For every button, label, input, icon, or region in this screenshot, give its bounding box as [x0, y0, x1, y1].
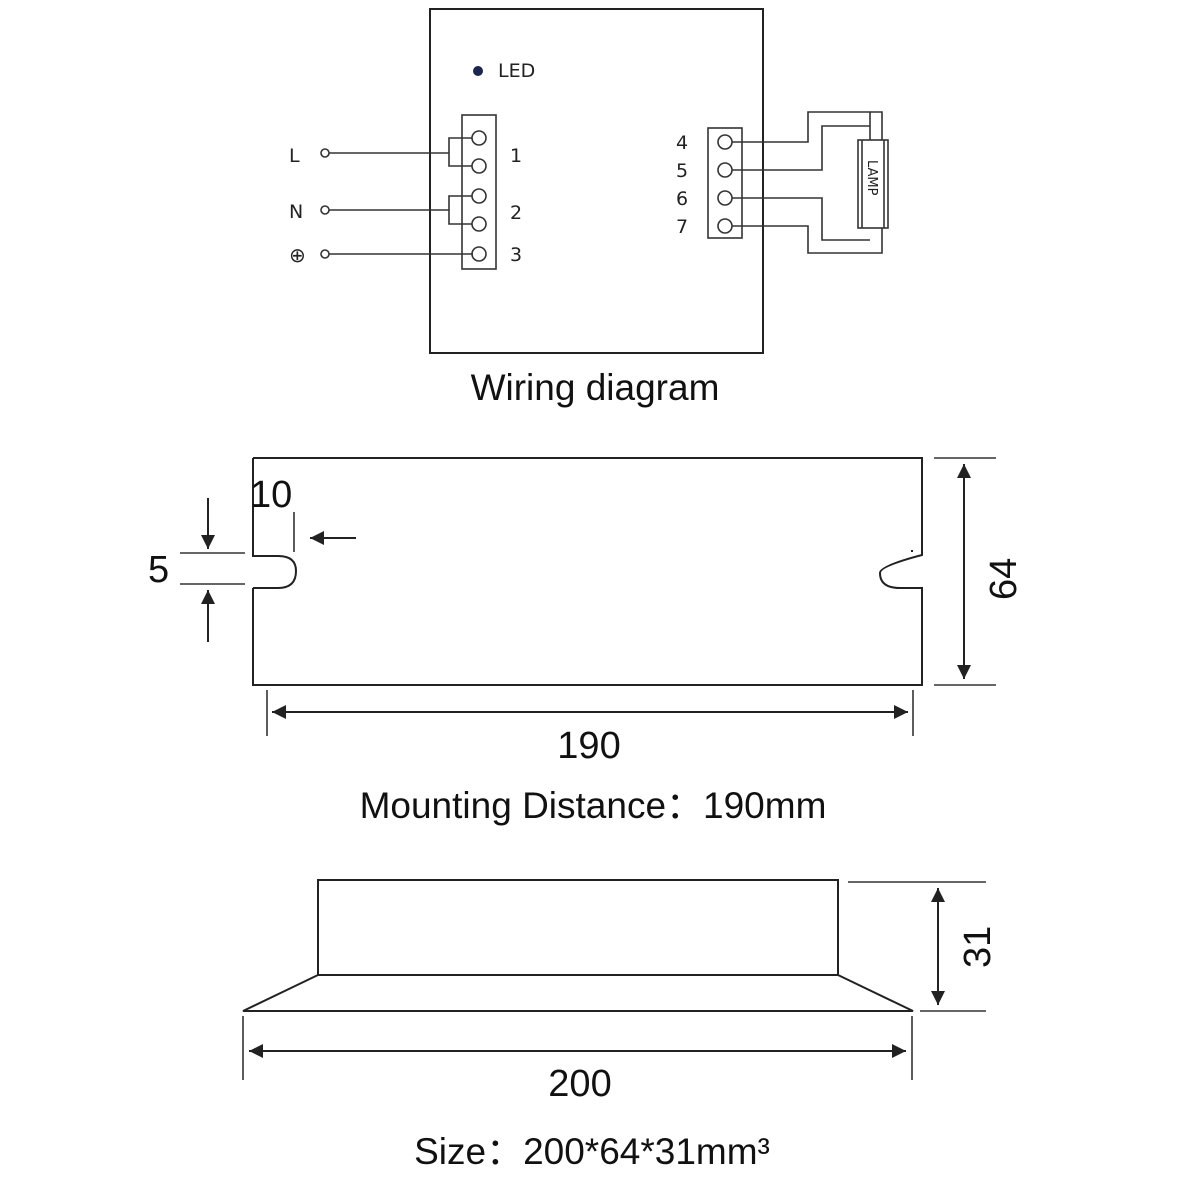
terminal-label-5: 5 [676, 160, 688, 182]
wiring-caption: Wiring diagram [471, 367, 720, 408]
driver-side-body [317, 879, 839, 976]
led-indicator-icon [473, 66, 483, 76]
side-view: 31 200 Size：200*64*31mm³ [242, 879, 999, 1172]
terminal-label-2: 2 [510, 202, 522, 224]
terminal-label-4: 4 [676, 132, 688, 154]
terminal-block-left: 1 2 3 [448, 114, 522, 270]
dim-height-label: 64 [983, 558, 1025, 600]
size-caption: Size：200*64*31mm³ [414, 1131, 770, 1172]
input-lines: L N ⊕ [289, 145, 473, 267]
input-terminal-l-icon [320, 148, 330, 158]
driver-top-outline [252, 457, 923, 686]
dim-slot-offset-label: 10 [250, 474, 292, 516]
terminal-block-right: 4 5 6 7 [676, 127, 743, 239]
terminal-label-1: 1 [510, 145, 522, 167]
driver-side-base [242, 974, 914, 1012]
terminal-label-3: 3 [510, 244, 522, 266]
lamp-tube [857, 139, 889, 229]
led-label: LED [498, 60, 535, 82]
input-label-l: L [289, 145, 300, 167]
input-label-n: N [289, 201, 303, 223]
input-terminal-ground-icon [320, 249, 330, 259]
dim-side-height-label: 31 [957, 926, 999, 968]
wiring-diagram: LED L N ⊕ 1 2 3 [289, 8, 889, 408]
terminal-label-7: 7 [676, 216, 688, 238]
mounting-view: 10 5 64 190 Mounting Distance：190mm [148, 457, 1025, 826]
driver-box [429, 8, 764, 354]
dim-length-label: 200 [548, 1063, 611, 1105]
terminal-label-6: 6 [676, 188, 688, 210]
dim-mounting-label: 190 [557, 725, 620, 767]
input-label-ground: ⊕ [289, 243, 306, 267]
lamp-label: LAMP [864, 160, 879, 196]
dim-slot-width-label: 5 [148, 549, 169, 591]
mounting-caption: Mounting Distance：190mm [360, 785, 827, 826]
lamp-wiring: LAMP [732, 111, 889, 254]
input-terminal-n-icon [320, 205, 330, 215]
